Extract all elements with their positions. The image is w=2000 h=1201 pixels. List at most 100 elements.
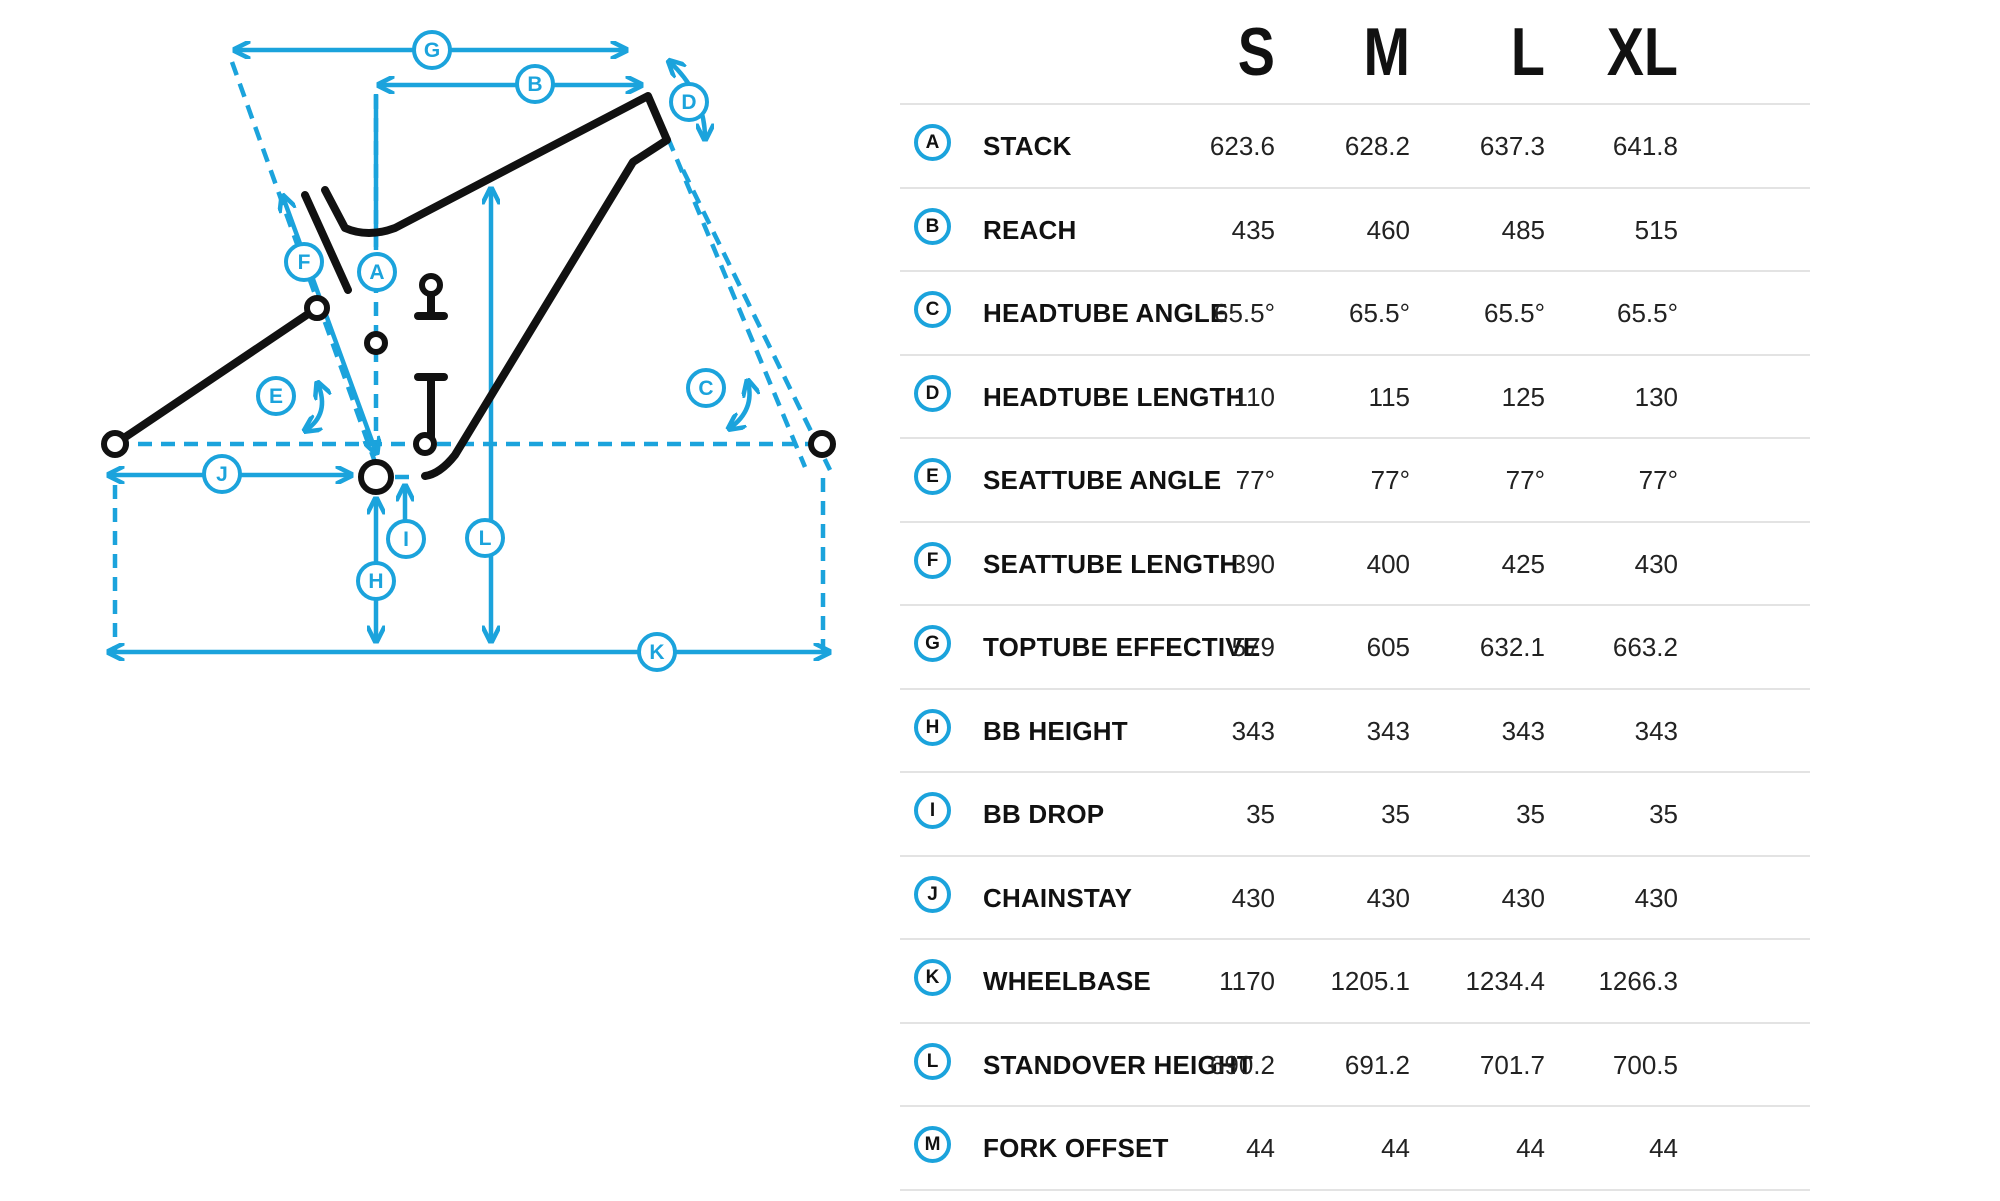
- diagram-badge-g: G: [412, 30, 452, 70]
- value-m: 115: [1368, 381, 1410, 412]
- value-xl: 430: [1634, 548, 1678, 579]
- row-badge: G: [914, 625, 951, 662]
- row-label: SEATTUBE ANGLE: [983, 465, 1222, 495]
- value-s: 579: [1231, 632, 1275, 662]
- row-label: CHAINSTAY: [983, 882, 1133, 913]
- value-xl: 700.5: [1612, 1049, 1678, 1080]
- row-badge: J: [914, 875, 951, 913]
- value-s: 77°: [1235, 465, 1275, 495]
- row-label: FORK OFFSET: [983, 1133, 1169, 1163]
- value-m: 400: [1366, 548, 1410, 579]
- table-row: F SEATTUBE LENGTH 390 400 425 430: [900, 523, 1810, 606]
- rocker-pivot: [419, 273, 443, 297]
- table-row: A STACK 623.6 628.2 637.3 641.8: [900, 105, 1810, 189]
- svg-text:B: B: [527, 73, 542, 96]
- table-row: G TOPTUBE EFFECTIVE 579 605 632.1 663.2: [900, 606, 1810, 690]
- geometry-table: S M L XL A STACK 623.6 628.2 637.3 641.8…: [900, 0, 1810, 1201]
- row-badge: I: [914, 792, 951, 829]
- row-badge: A: [914, 124, 951, 161]
- size-header-m: M: [1363, 14, 1410, 90]
- value-l: 637.3: [1479, 131, 1545, 161]
- value-l: 77°: [1505, 465, 1545, 495]
- table-row: M FORK OFFSET 44 44 44 44: [900, 1107, 1810, 1191]
- svg-text:H: H: [368, 570, 383, 593]
- value-l: 430: [1501, 882, 1545, 913]
- value-l: 343: [1501, 715, 1545, 746]
- value-xl: 641.8: [1612, 131, 1678, 161]
- shock-lower-pivot: [413, 432, 437, 456]
- row-badge: E: [914, 458, 951, 495]
- svg-text:G: G: [424, 39, 440, 62]
- value-m: 77°: [1370, 465, 1410, 495]
- frame-seat-post: [301, 191, 352, 294]
- svg-text:E: E: [269, 385, 283, 408]
- row-badge: B: [914, 207, 951, 245]
- value-m: 430: [1366, 882, 1410, 913]
- linkage-pivot: [364, 331, 388, 355]
- diagram-badge-i: I: [386, 519, 426, 559]
- svg-text:C: C: [698, 377, 713, 400]
- diagram-badge-d: D: [669, 82, 709, 122]
- svg-text:J: J: [216, 463, 228, 486]
- value-l: 35: [1516, 799, 1545, 829]
- value-m: 1205.1: [1330, 966, 1410, 996]
- row-label: HEADTUBE ANGLE: [983, 298, 1228, 328]
- value-s: 390: [1231, 548, 1275, 579]
- value-xl: 65.5°: [1616, 298, 1678, 328]
- value-l: 65.5°: [1483, 298, 1545, 328]
- value-l: 632.1: [1479, 632, 1545, 662]
- value-xl: 430: [1634, 882, 1678, 913]
- value-m: 691.2: [1344, 1049, 1410, 1080]
- size-header-row: S M L XL: [900, 0, 1810, 105]
- value-xl: 44: [1649, 1133, 1678, 1163]
- frame-geometry-diagram: A B C D E F G H I J K L: [101, 30, 836, 672]
- svg-text:F: F: [298, 251, 311, 274]
- value-m: 35: [1381, 799, 1410, 829]
- row-badge: C: [914, 291, 951, 328]
- table-row: I BB DROP 35 35 35 35: [900, 773, 1810, 857]
- value-l: 425: [1501, 548, 1545, 579]
- reference-line-head-axis-1: [665, 137, 808, 468]
- value-xl: 343: [1634, 715, 1678, 746]
- size-header-l: L: [1510, 14, 1545, 90]
- diagram-badge-j: J: [202, 454, 242, 494]
- diagram-badge-a: A: [357, 252, 397, 292]
- value-l: 44: [1516, 1133, 1545, 1163]
- svg-text:D: D: [681, 91, 696, 114]
- table-row: L STANDOVER HEIGHT 690.2 691.2 701.7 700…: [900, 1024, 1810, 1107]
- row-badge: F: [914, 541, 951, 579]
- seatstay-pivot: [304, 295, 330, 321]
- value-m: 343: [1366, 715, 1410, 746]
- value-xl: 515: [1634, 214, 1678, 245]
- value-s: 690.2: [1209, 1049, 1275, 1080]
- value-xl: 77°: [1638, 465, 1678, 495]
- geometry-rows: A STACK 623.6 628.2 637.3 641.8 B REACH …: [900, 105, 1810, 1191]
- value-m: 65.5°: [1348, 298, 1410, 328]
- diagram-badge-h: H: [356, 561, 396, 601]
- size-header-xl: XL: [1606, 14, 1678, 90]
- value-s: 65.5°: [1213, 298, 1275, 328]
- table-row: H BB HEIGHT 343 343 343 343: [900, 690, 1810, 773]
- table-row: E SEATTUBE ANGLE 77° 77° 77° 77°: [900, 439, 1810, 523]
- front-axle-pivot: [808, 430, 836, 458]
- value-m: 605: [1366, 632, 1410, 662]
- diagram-badge-f: F: [284, 242, 324, 282]
- dimension-c-arrow: [730, 382, 750, 428]
- row-label: STANDOVER HEIGHT: [983, 1049, 1253, 1080]
- row-label: HEADTUBE LENGTH: [983, 381, 1245, 412]
- diagram-badge-k: K: [637, 632, 677, 672]
- value-m: 460: [1366, 214, 1410, 245]
- row-label: WHEELBASE: [983, 966, 1151, 996]
- row-badge: H: [914, 708, 951, 746]
- value-s: 343: [1231, 715, 1275, 746]
- size-header-s: S: [1237, 14, 1275, 90]
- value-s: 1170: [1219, 966, 1275, 996]
- value-xl: 130: [1634, 381, 1678, 412]
- svg-text:L: L: [479, 527, 492, 550]
- bottom-bracket-pivot: [358, 459, 394, 495]
- row-badge: K: [914, 959, 951, 996]
- value-s: 430: [1231, 882, 1275, 913]
- value-l: 125: [1501, 381, 1545, 412]
- diagram-badge-c: C: [686, 368, 726, 408]
